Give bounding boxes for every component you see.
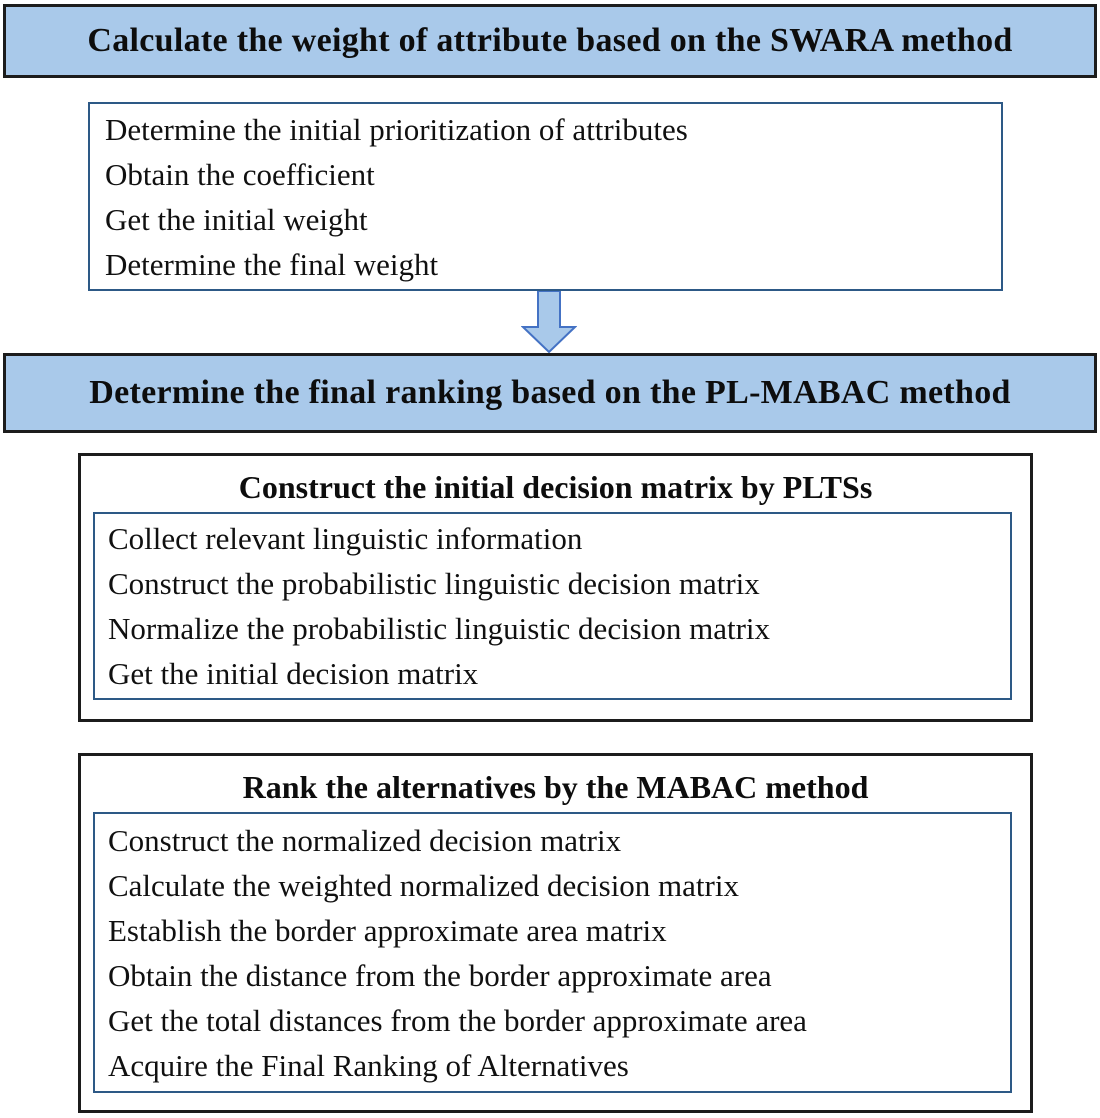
mabac-step: Obtain the distance from the border appr…	[108, 957, 772, 993]
swara-steps-box: Determine the initial prioritization of …	[88, 102, 1003, 291]
swara-step: Get the initial weight	[105, 201, 368, 237]
pl-mabac-banner: Determine the final ranking based on the…	[3, 353, 1097, 433]
flow-down-arrow	[520, 290, 578, 354]
down-arrow-icon	[520, 290, 578, 354]
plts-step: Collect relevant linguistic information	[108, 521, 583, 556]
mabac-step: Construct the normalized decision matrix	[108, 822, 622, 858]
plts-step: Construct the probabilistic linguistic d…	[108, 566, 760, 601]
plts-step: Get the initial decision matrix	[108, 656, 479, 691]
mabac-step: Establish the border approximate area ma…	[108, 912, 667, 948]
swara-step: Determine the final weight	[105, 246, 439, 282]
mabac-step: Get the total distances from the border …	[108, 1002, 807, 1038]
mabac-step: Acquire the Final Ranking of Alternative…	[108, 1047, 629, 1083]
mabac-section-title: Rank the alternatives by the MABAC metho…	[242, 769, 869, 805]
mabac-section: Rank the alternatives by the MABAC metho…	[78, 753, 1033, 1113]
plts-section-title: Construct the initial decision matrix by…	[238, 469, 873, 505]
plts-step: Normalize the probabilistic linguistic d…	[108, 611, 771, 646]
plts-section: Construct the initial decision matrix by…	[78, 453, 1033, 722]
swara-step: Obtain the coefficient	[105, 156, 375, 192]
mabac-step: Calculate the weighted normalized decisi…	[108, 867, 739, 903]
swara-banner-label: Calculate the weight of attribute based …	[87, 22, 1013, 59]
plts-steps-box: Collect relevant linguistic information …	[93, 512, 1012, 700]
swara-banner: Calculate the weight of attribute based …	[3, 4, 1097, 78]
mabac-steps-box: Construct the normalized decision matrix…	[93, 812, 1012, 1093]
swara-step: Determine the initial prioritization of …	[105, 111, 688, 147]
pl-mabac-banner-label: Determine the final ranking based on the…	[89, 374, 1011, 411]
